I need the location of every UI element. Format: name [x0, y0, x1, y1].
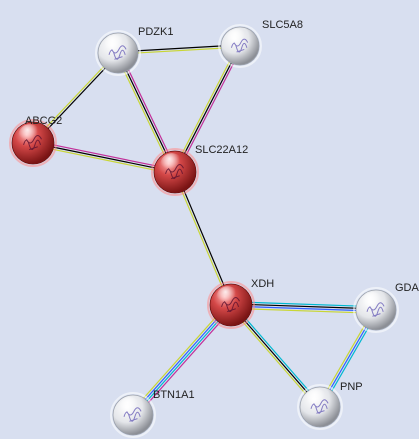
edge-evidence-line — [231, 303, 377, 310]
node-halo — [207, 281, 255, 329]
node-label-gda: GDA — [395, 282, 419, 294]
node-halo — [110, 392, 156, 438]
edge-evidence-line — [130, 302, 229, 414]
edge-evidence-line — [32, 144, 175, 175]
node-label-btn1a1: BTN1A1 — [153, 389, 195, 401]
edge-evidence-line — [230, 305, 376, 312]
node-label-pdzk1: PDZK1 — [138, 26, 173, 38]
edge-evidence-line — [33, 140, 176, 171]
node-label-abcg2: ABCG2 — [25, 115, 62, 127]
node-halo — [218, 24, 262, 68]
node-shine — [160, 153, 184, 177]
edge-ABCG2-SLC22A12[interactable] — [32, 140, 176, 175]
node-shine — [362, 292, 384, 314]
node-xdh[interactable]: XDH — [207, 278, 274, 329]
edge-evidence-line — [135, 306, 234, 418]
node-pdzk1[interactable]: PDZK1 — [95, 26, 173, 76]
node-label-slc22a12: SLC22A12 — [195, 144, 248, 156]
node-slc22a12[interactable]: SLC22A12 — [151, 144, 248, 196]
node-label-slc5a8: SLC5A8 — [262, 19, 303, 31]
edge-evidence-line — [133, 305, 233, 417]
node-gda[interactable]: GDA — [353, 282, 419, 333]
node-shine — [104, 35, 126, 57]
edge-XDH-GDA[interactable] — [230, 301, 377, 314]
edge-evidence-line — [230, 307, 376, 314]
node-label-pnp: PNP — [340, 381, 363, 393]
node-btn1a1[interactable]: BTN1A1 — [110, 389, 195, 438]
node-label-xdh: XDH — [251, 278, 274, 290]
node-shine — [216, 286, 240, 310]
edge-layer — [31, 44, 379, 418]
node-pnp[interactable]: PNP — [297, 381, 363, 430]
node-slc5a8[interactable]: SLC5A8 — [218, 19, 303, 68]
edge-evidence-line — [231, 301, 377, 308]
node-abcg2[interactable]: ABCG2 — [9, 115, 62, 167]
node-halo — [151, 148, 199, 196]
node-halo — [9, 119, 57, 167]
edge-evidence-line — [32, 142, 176, 173]
node-shine — [119, 397, 141, 419]
node-halo — [95, 30, 141, 76]
edge-SLC22A12-XDH[interactable] — [173, 171, 233, 306]
node-shine — [18, 124, 42, 148]
node-halo — [353, 287, 399, 333]
edge-evidence-line — [173, 172, 231, 306]
node-shine — [306, 389, 328, 411]
node-halo — [297, 384, 343, 430]
node-shine — [226, 28, 248, 50]
edge-XDH-BTN1A1[interactable] — [130, 302, 234, 418]
edge-evidence-line — [175, 171, 233, 305]
edge-evidence-line — [131, 303, 231, 415]
